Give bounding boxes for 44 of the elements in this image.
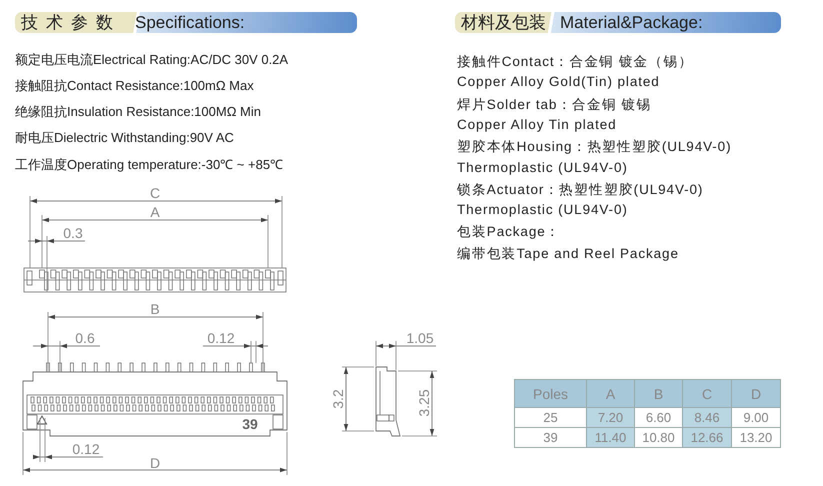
- table-cell: C: [682, 379, 732, 408]
- table-cell: A: [586, 379, 635, 408]
- pin-count-number: 39: [242, 417, 258, 431]
- dimension-label: 3.25: [417, 389, 431, 417]
- material-line: 编带包装Tape and Reel Package: [457, 244, 679, 263]
- heading-text: 材料及包装: [461, 12, 546, 33]
- table-cell: B: [634, 379, 683, 408]
- table-cell: 13.20: [731, 427, 781, 448]
- table-cell: 12.66: [682, 427, 732, 448]
- spec-line: 耐电压Dielectric Withstanding:90V AC: [15, 129, 234, 147]
- dimension-label: B: [150, 302, 160, 316]
- table-cell: D: [731, 379, 781, 408]
- heading-banner: [15, 12, 357, 33]
- material-line: 包装Package：: [457, 223, 561, 242]
- material-line: 锁条Actuator：热塑性塑胶(UL94V-0): [457, 180, 704, 199]
- dimension-label: 0.12: [207, 331, 235, 345]
- dimension-label: 1.05: [406, 331, 434, 345]
- material-line: 焊片Solder tab：合金铜 镀锡: [457, 96, 652, 114]
- table-cell: 8.46: [682, 407, 732, 428]
- spec-line: 工作温度Operating temperature:-30℃ ~ +85℃: [15, 156, 284, 174]
- heading-banner: [455, 12, 781, 33]
- material-line: Thermoplastic (UL94V-0): [457, 202, 628, 218]
- material-line: Copper Alloy Gold(Tin) plated: [457, 74, 660, 90]
- material-line: Copper Alloy Tin plated: [457, 116, 617, 132]
- spec-line: 接触阻抗Contact Resistance:100mΩ Max: [15, 77, 254, 95]
- dimension-label: 0.6: [75, 331, 95, 345]
- table-cell: Poles: [514, 379, 587, 408]
- table-cell: 7.20: [586, 407, 635, 428]
- dimension-label: A: [150, 205, 160, 219]
- material-line: 接触件Contact：合金铜 镀金（锡）: [457, 53, 694, 71]
- material-line: Thermoplastic (UL94V-0): [457, 160, 628, 174]
- table-cell: 11.40: [586, 427, 635, 448]
- heading-text: Material&Package:: [560, 12, 703, 33]
- spec-line: 额定电压电流Electrical Rating:AC/DC 30V 0.2A: [15, 51, 288, 69]
- dimension-label: C: [150, 186, 160, 200]
- spec-line: 绝缘阻抗Insulation Resistance:100MΩ Min: [15, 103, 261, 121]
- table-cell: 39: [514, 427, 587, 448]
- material-line: 塑胶本体Housing：热塑性塑胶(UL94V-0): [457, 138, 732, 156]
- dimension-label: D: [150, 456, 160, 470]
- dimension-label: 0.3: [63, 226, 83, 240]
- dimension-label: 0.12: [72, 442, 100, 456]
- heading-text: 技术参数: [21, 12, 121, 33]
- heading-text: Specifications:: [135, 12, 245, 33]
- dimension-label: 3.2: [331, 389, 345, 409]
